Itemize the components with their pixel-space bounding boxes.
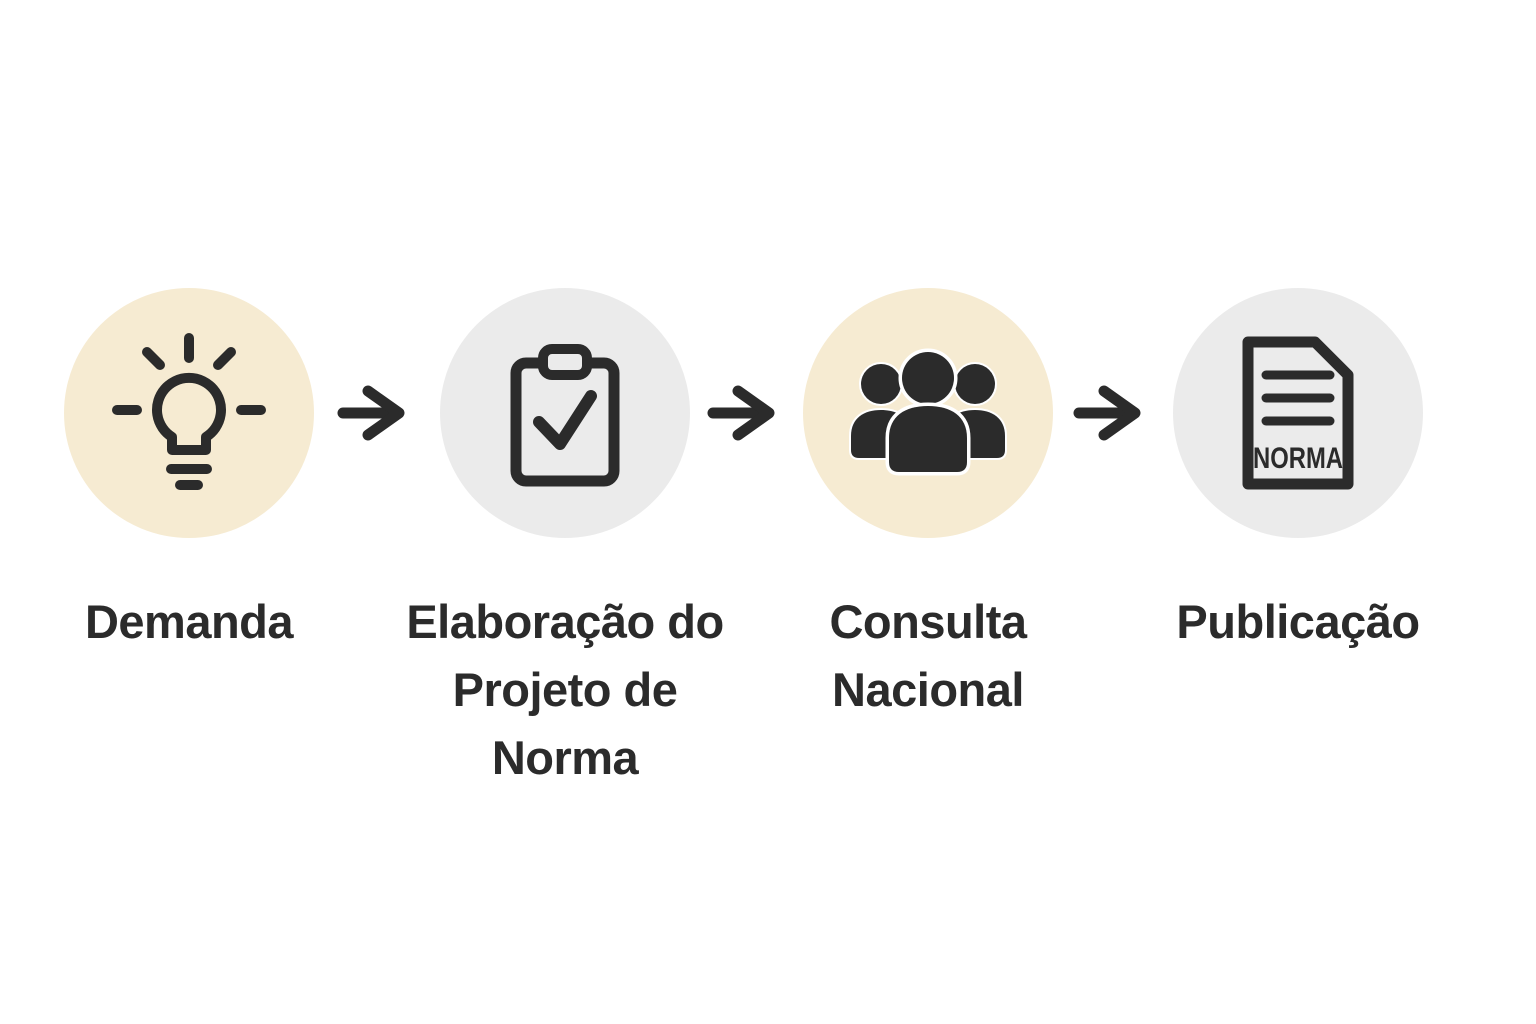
arrow-right-icon xyxy=(707,385,774,441)
step-label-demanda: Demanda xyxy=(84,595,294,648)
step-label-elaboracao: Elaboração do Projeto de Norma xyxy=(406,595,724,784)
steps-row: Demanda Elaboração do Projeto de Norma xyxy=(64,288,1423,792)
arrow-cell-3 xyxy=(1053,288,1173,538)
arrow-right-icon xyxy=(1073,385,1141,441)
document-norma-icon: NORMA xyxy=(1242,336,1354,490)
step-label-publicacao: Publicação xyxy=(1176,595,1420,648)
step-consulta: Consulta Nacional xyxy=(803,288,1053,724)
arrow-cell-1 xyxy=(314,288,440,538)
step-circle-publicacao: NORMA xyxy=(1173,288,1423,538)
step-circle-consulta xyxy=(803,288,1053,538)
step-label-consulta: Consulta Nacional xyxy=(829,595,1027,716)
norma-text: NORMA xyxy=(1253,442,1343,475)
step-demanda: Demanda xyxy=(64,288,314,656)
step-publicacao: NORMA Publicação xyxy=(1173,288,1423,656)
step-circle-elaboracao xyxy=(440,288,690,538)
people-group-icon xyxy=(849,348,1007,475)
arrow-right-icon xyxy=(337,385,405,441)
lightbulb-icon xyxy=(112,333,266,490)
step-circle-demanda xyxy=(64,288,314,538)
step-elaboracao: Elaboração do Projeto de Norma xyxy=(406,288,724,792)
clipboard-check-icon xyxy=(510,344,620,487)
arrow-cell-2 xyxy=(690,288,803,538)
